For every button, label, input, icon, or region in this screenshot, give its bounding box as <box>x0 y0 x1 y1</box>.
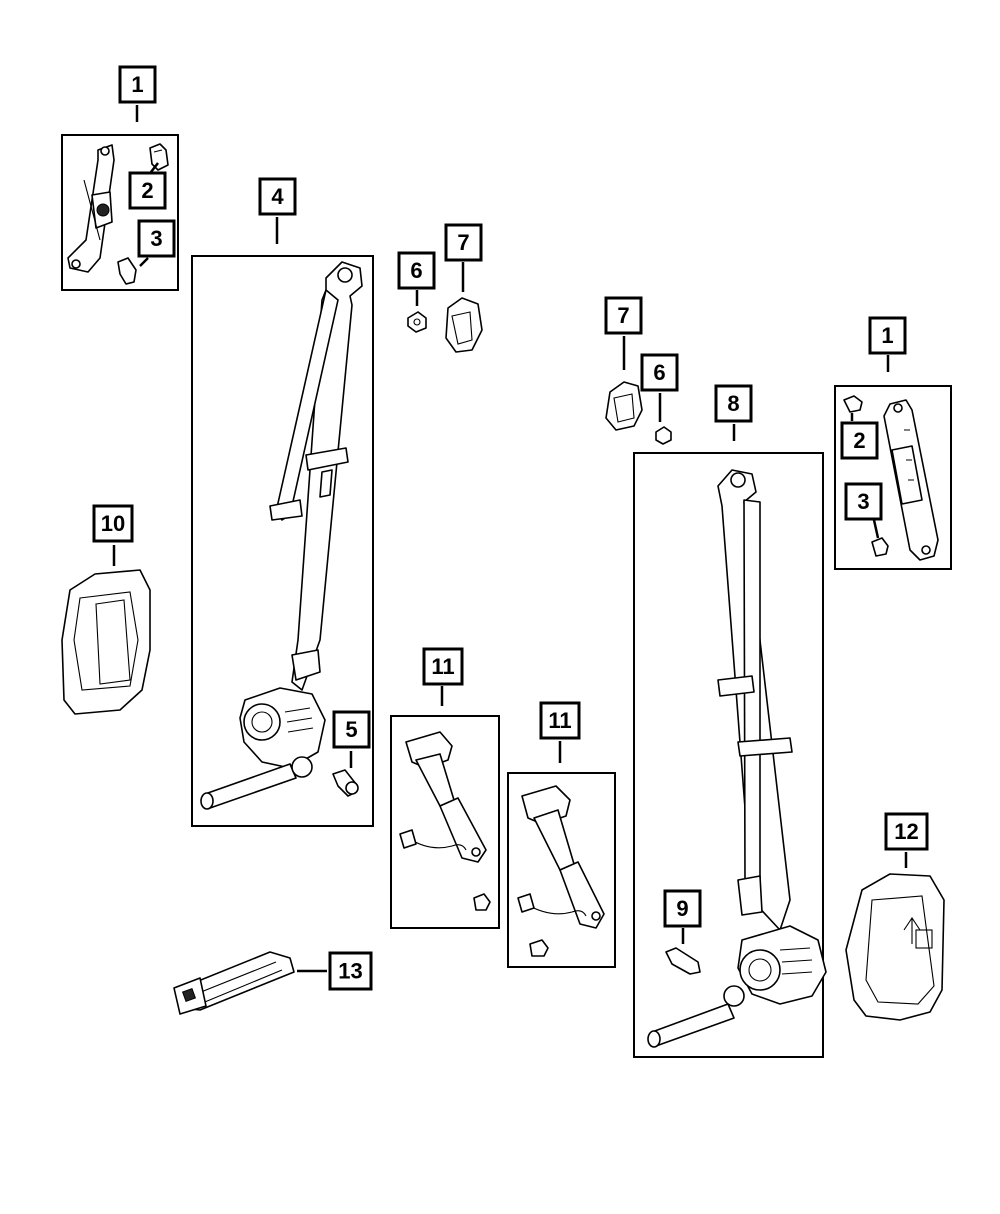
callout-11-left: 11 <box>422 647 464 686</box>
callout-11-right: 11 <box>539 701 581 740</box>
svg-text:11: 11 <box>548 708 571 733</box>
callout-1-right: 1 <box>868 316 907 355</box>
buckle-11-right-drawing <box>517 785 605 957</box>
bolt-3-right-drawing <box>871 537 889 557</box>
svg-text:6: 6 <box>653 360 665 385</box>
group-box-buckle-right <box>507 772 616 968</box>
callout-2-left: 2 <box>128 171 167 210</box>
leader-2-left <box>150 162 159 173</box>
bolt-2-right-drawing <box>843 395 863 413</box>
nut-6-right-drawing <box>655 426 672 445</box>
leader-3-right <box>872 519 880 539</box>
svg-text:9: 9 <box>676 896 688 921</box>
nut-6-left-drawing <box>407 311 427 333</box>
callout-6-right: 6 <box>640 353 679 392</box>
group-box-height-adjuster-right <box>834 385 952 570</box>
callout-1-left: 1 <box>118 65 157 104</box>
callout-3-left: 3 <box>137 219 176 258</box>
height-adjuster-right-drawing <box>883 399 939 561</box>
svg-text:1: 1 <box>881 323 893 348</box>
anchor-cover-7-left-drawing <box>445 297 483 353</box>
svg-text:6: 6 <box>410 258 422 283</box>
callout-2-right: 2 <box>840 421 879 460</box>
svg-text:3: 3 <box>150 226 162 251</box>
bolt-2-left-drawing <box>149 143 169 171</box>
anchor-cover-7-right-drawing <box>605 381 643 431</box>
svg-text:7: 7 <box>617 303 629 328</box>
svg-text:8: 8 <box>727 391 739 416</box>
svg-text:2: 2 <box>141 178 153 203</box>
seat-belt-left-drawing <box>200 261 363 810</box>
group-box-seat-belt-left <box>191 255 374 827</box>
svg-text:3: 3 <box>857 489 869 514</box>
bolt-3-left-drawing <box>117 257 137 285</box>
svg-text:5: 5 <box>345 717 357 742</box>
svg-text:2: 2 <box>853 428 865 453</box>
callout-5: 5 <box>332 710 371 749</box>
callout-7-left: 7 <box>444 223 483 262</box>
svg-text:4: 4 <box>271 184 284 209</box>
buckle-11-left-drawing <box>399 731 491 911</box>
height-adjuster-left-drawing <box>67 144 115 273</box>
callout-4: 4 <box>258 177 297 216</box>
callout-3-right: 3 <box>844 482 883 521</box>
trim-cover-10-drawing <box>61 569 151 715</box>
svg-text:10: 10 <box>101 511 125 536</box>
svg-text:7: 7 <box>457 230 469 255</box>
callout-12: 12 <box>884 812 929 851</box>
callout-13: 13 <box>328 951 373 991</box>
svg-text:12: 12 <box>894 819 918 844</box>
group-box-height-adjuster-left <box>61 134 179 291</box>
callout-10: 10 <box>92 504 134 543</box>
trim-cover-12-drawing <box>845 873 945 1021</box>
group-box-buckle-left <box>390 715 500 929</box>
webbing-strap-13-drawing <box>173 951 295 1015</box>
leader-3-left <box>139 257 149 267</box>
bolt-9-drawing <box>665 947 701 975</box>
svg-text:11: 11 <box>431 654 454 679</box>
seat-belt-right-drawing <box>647 469 827 1048</box>
callout-9: 9 <box>663 889 702 928</box>
callout-6-left: 6 <box>397 251 436 290</box>
callout-8: 8 <box>714 384 753 423</box>
group-box-seat-belt-right <box>633 452 824 1058</box>
svg-text:13: 13 <box>338 959 362 984</box>
svg-text:1: 1 <box>131 72 143 97</box>
bolt-5-drawing <box>332 769 359 797</box>
callout-7-right: 7 <box>604 296 643 335</box>
